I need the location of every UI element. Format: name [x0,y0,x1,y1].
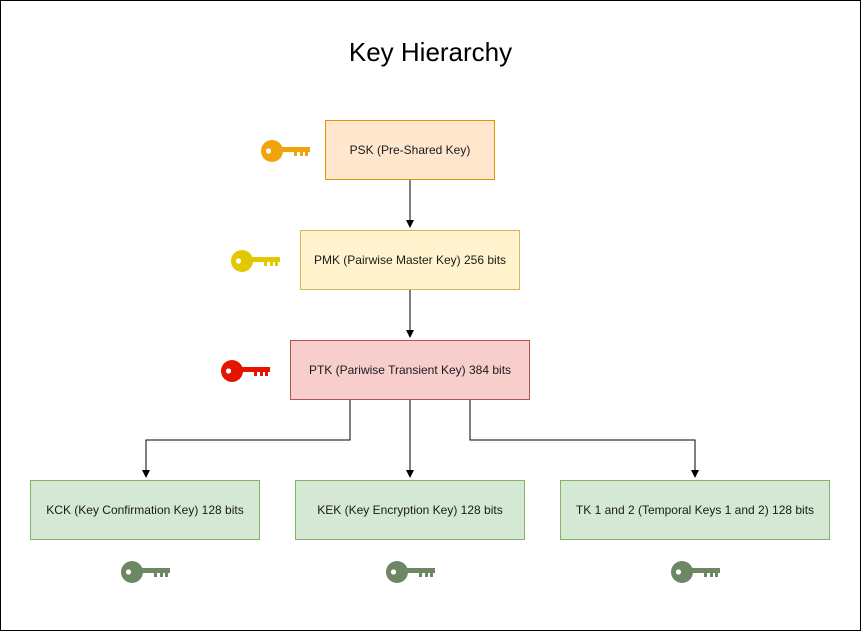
ptk-key-icon [221,360,270,382]
kek-key-icon [386,561,435,583]
edge-ptk-kck [142,400,351,478]
diagram-title: Key Hierarchy [348,37,513,67]
kck-key-icon [121,561,170,583]
pmk-key-icon [231,250,280,272]
node-tk: TK 1 and 2 (Temporal Keys 1 and 2) 128 b… [560,480,830,540]
node-kck: KCK (Key Confirmation Key) 128 bits [30,480,260,540]
psk-key-icon [261,140,310,162]
node-kek: KEK (Key Encryption Key) 128 bits [295,480,525,540]
node-pmk: PMK (Pairwise Master Key) 256 bits [300,230,520,290]
tk-key-icon [671,561,720,583]
edge-ptk-tk [469,400,699,478]
node-psk: PSK (Pre-Shared Key) [325,120,495,180]
node-ptk: PTK (Pariwise Transient Key) 384 bits [290,340,530,400]
